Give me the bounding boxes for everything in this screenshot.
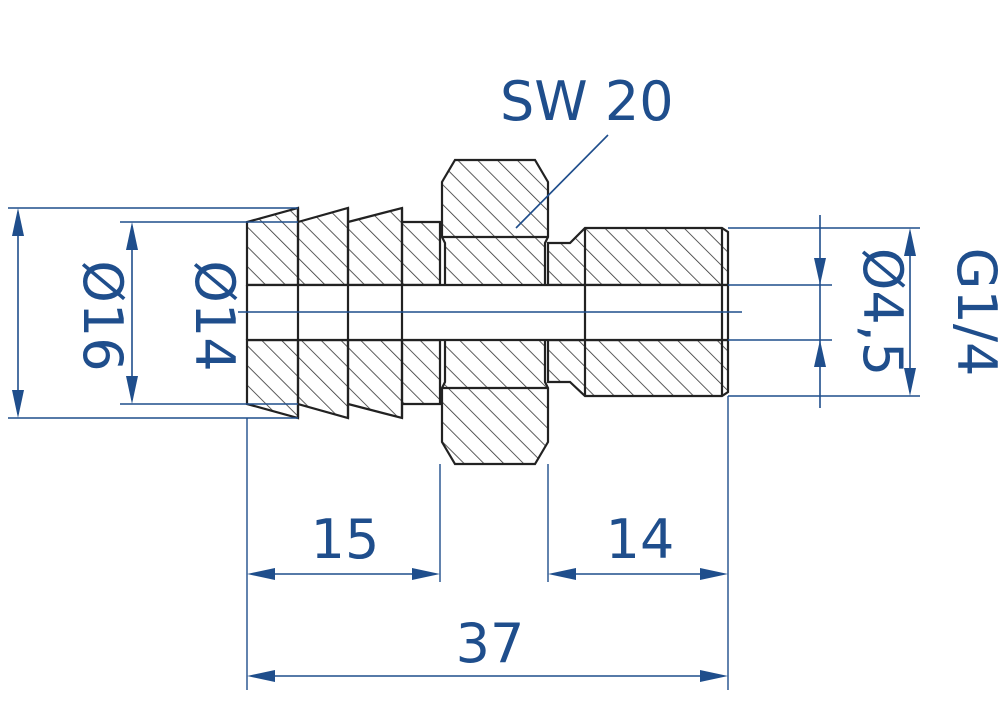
dimensions: SW 20 Ø16 Ø14 Ø4,5 G1/4 bbox=[8, 70, 1000, 690]
barb-length-label: 15 bbox=[311, 508, 380, 571]
fitting-section bbox=[238, 158, 742, 466]
sw-label: SW 20 bbox=[500, 70, 674, 133]
inner-diameter-label: Ø14 bbox=[183, 260, 246, 371]
thread-label: G1/4 bbox=[945, 248, 1000, 377]
sw-leader bbox=[515, 134, 609, 229]
barb-lower bbox=[245, 338, 442, 420]
thread-length-label: 14 bbox=[606, 508, 675, 571]
barb-upper bbox=[245, 206, 442, 287]
bore-diameter-label: Ø4,5 bbox=[851, 248, 914, 376]
total-length-label: 37 bbox=[456, 612, 525, 675]
outer-diameter-label: Ø16 bbox=[71, 260, 134, 371]
thread-lower bbox=[546, 338, 730, 398]
thread-upper bbox=[546, 226, 730, 287]
